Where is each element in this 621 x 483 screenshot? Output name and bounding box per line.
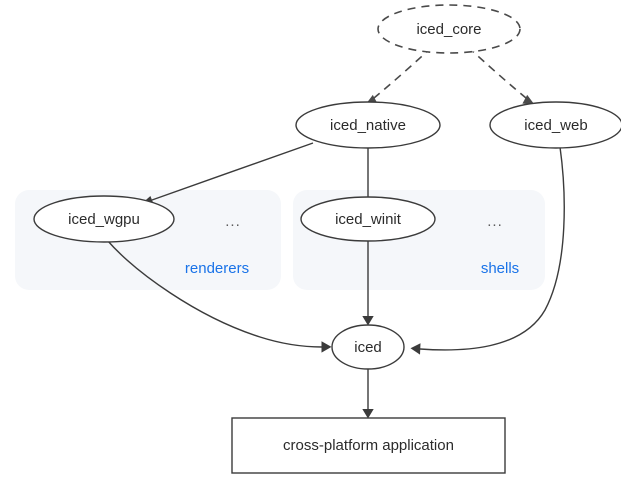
edge-iced-to-application	[362, 369, 374, 419]
node-iced-native-shape[interactable]	[295, 101, 441, 149]
cluster-shells-label: shells	[481, 260, 519, 277]
node-cross-platform-application[interactable]: cross-platform application	[231, 417, 506, 474]
node-application-shape[interactable]	[231, 417, 506, 474]
node-iced-core-label: iced_core	[416, 21, 481, 38]
node-iced-winit-label: iced_winit	[335, 211, 402, 228]
node-iced-wgpu-label: iced_wgpu	[68, 211, 140, 228]
edge-iced-core-to-iced-native	[365, 46, 433, 105]
node-iced[interactable]: iced	[331, 324, 405, 370]
node-iced-web[interactable]: iced_web	[489, 101, 621, 149]
cluster-renderers-label: renderers	[185, 260, 249, 277]
node-iced-core-shape[interactable]	[377, 4, 521, 54]
node-application-label: cross-platform application	[283, 437, 454, 454]
edge-iced-winit-to-iced	[362, 240, 374, 326]
node-iced-wgpu[interactable]: iced_wgpu	[33, 195, 175, 243]
edge-iced-wgpu-to-iced	[106, 239, 332, 353]
cluster-renderers-ellipsis: ...	[225, 213, 241, 230]
edge-iced-core-to-iced-web	[467, 46, 535, 105]
node-iced-label: iced	[354, 339, 382, 356]
cluster-shells-ellipsis: ...	[487, 213, 503, 230]
node-iced-winit-shape[interactable]	[300, 196, 436, 242]
node-iced-winit[interactable]: iced_winit	[300, 196, 436, 242]
edge-iced-web-to-iced	[410, 146, 565, 355]
node-iced-web-label: iced_web	[524, 117, 587, 134]
node-iced-core[interactable]: iced_core	[377, 4, 521, 54]
node-iced-web-shape[interactable]	[489, 101, 621, 149]
node-iced-native[interactable]: iced_native	[295, 101, 441, 149]
node-iced-shape[interactable]	[331, 324, 405, 370]
node-iced-wgpu-shape[interactable]	[33, 195, 175, 243]
node-iced-native-label: iced_native	[330, 117, 406, 134]
